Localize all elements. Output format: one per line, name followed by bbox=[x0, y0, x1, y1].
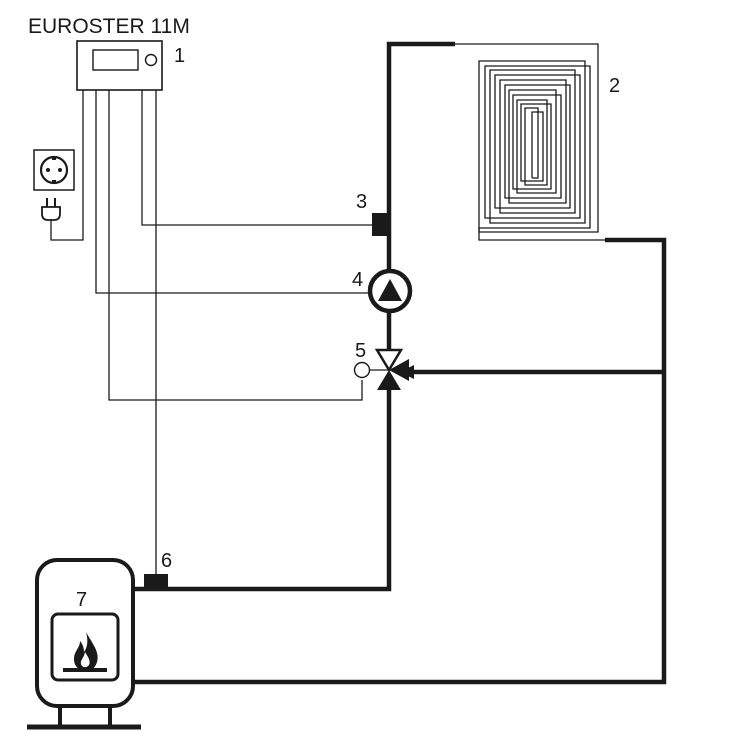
flame-icon bbox=[63, 632, 107, 672]
label-temp-sensor-supply: 3 bbox=[356, 191, 367, 213]
label-mixing-valve: 5 bbox=[355, 340, 366, 362]
temperature-sensor-icon[interactable] bbox=[372, 213, 389, 236]
thermostat-controller-icon[interactable] bbox=[76, 40, 163, 91]
actuator-circle bbox=[353, 361, 371, 379]
floor-heating-coil-icon[interactable] bbox=[455, 43, 605, 241]
boiler-icon[interactable] bbox=[27, 558, 141, 730]
circulation-pump-icon[interactable] bbox=[367, 268, 413, 314]
label-floor-heating: 2 bbox=[609, 75, 620, 97]
power-socket-icon bbox=[33, 149, 75, 191]
label-pump: 4 bbox=[352, 269, 363, 291]
power-plug-icon bbox=[41, 90, 84, 241]
boiler-temperature-sensor-icon[interactable] bbox=[144, 574, 168, 589]
label-controller: 1 bbox=[174, 45, 185, 67]
label-boiler: 7 bbox=[76, 589, 87, 611]
label-temp-sensor-boiler: 6 bbox=[161, 550, 172, 572]
three-way-valve-icon[interactable] bbox=[353, 348, 410, 390]
heating-pipes bbox=[133, 41, 667, 685]
controller-wires bbox=[95, 90, 372, 574]
controller-title: EUROSTER 11M bbox=[28, 15, 190, 38]
